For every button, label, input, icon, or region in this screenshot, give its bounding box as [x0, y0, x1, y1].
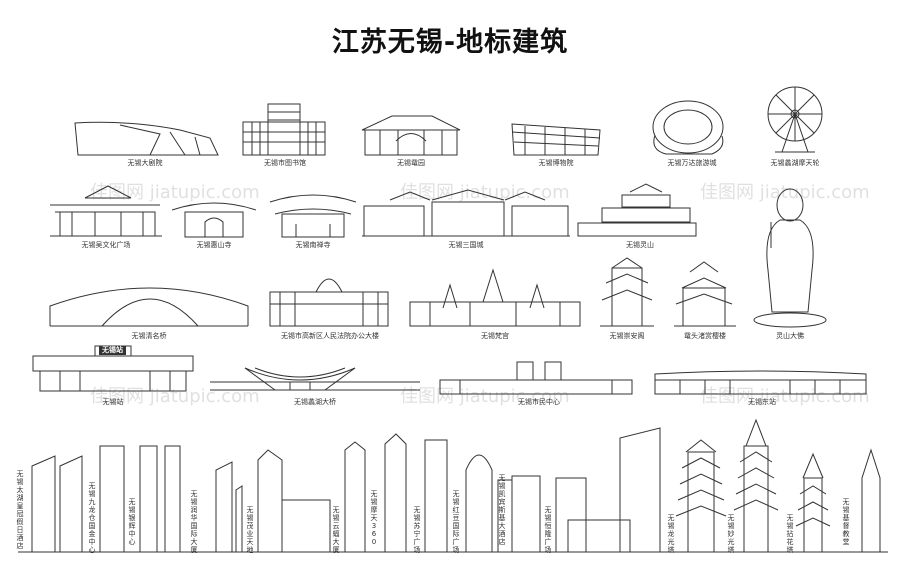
- label-wu-culture-square: 无锡吴文化广场: [81, 241, 131, 249]
- label-longguang-pagoda: 无锡龙光塔: [667, 514, 675, 554]
- label-lingshan: 无锡灵山: [626, 241, 654, 249]
- label-three-kingdoms-city: 无锡三国城: [448, 241, 484, 249]
- label-cherry-tower: 鼋头渚赏樱楼: [684, 332, 726, 340]
- label-runhua-tower: 无锡润华国际大厦: [190, 490, 198, 554]
- label-nanchan-temple: 无锡南禅寺: [295, 241, 331, 249]
- qingming-bridge-drawing: [50, 288, 248, 326]
- label-wanda-city: 无锡万达旅游城: [667, 159, 717, 167]
- lingshan-buddha-drawing: [754, 189, 826, 327]
- label-east-station: 无锡东站: [748, 398, 776, 406]
- label-kempinski: 无锡凯宾斯基大酒店: [498, 474, 506, 546]
- library-drawing: [243, 104, 325, 155]
- cherry-tower-drawing: [674, 262, 736, 326]
- page-title: 江苏无锡-地标建筑: [331, 27, 569, 58]
- label-wuxi-station: 无锡站: [102, 398, 124, 406]
- label-fangong: 无锡梵宫: [481, 332, 509, 340]
- label-miaoguang-pagoda: 无锡妙光塔: [727, 514, 735, 554]
- label-crowne-plaza: 无锡太湖皇冠假日酒店: [16, 470, 24, 550]
- label-maoye-plaza: 无锡茂业天地: [246, 506, 254, 554]
- chongan-pavilion-drawing: [600, 258, 654, 326]
- label-lingshan-buddha: 灵山大佛: [776, 332, 804, 340]
- huishan-temple-drawing: [172, 203, 256, 237]
- label-yinhui-center: 无锡银辉中心: [128, 498, 136, 546]
- label-huishan-temple: 无锡惠山寺: [196, 241, 232, 249]
- watermark: 佳图网 jiatupic.com: [700, 386, 870, 407]
- label-court-building: 无锡市高新区人民法院办公大楼: [281, 332, 379, 340]
- label-qingming-bridge: 无锡清名桥: [131, 332, 167, 340]
- station-sign: 无锡站: [99, 346, 126, 355]
- label-yunfu-tower: 无锡云蝠大厦: [332, 506, 340, 554]
- wanda-city-drawing: [653, 101, 723, 154]
- watermark: 佳图网 jiatupic.com: [90, 182, 260, 203]
- label-henglong-plaza: 无锡恒隆广场: [544, 506, 552, 554]
- lingshan-drawing: [578, 184, 696, 236]
- label-library: 无锡市图书馆: [264, 159, 306, 167]
- ferris-wheel-drawing: [768, 87, 822, 152]
- fangong-drawing: [410, 270, 580, 326]
- label-civic-center: 无锡市民中心: [518, 398, 560, 406]
- label-nianhua-pagoda: 无锡拈花塔: [786, 514, 794, 554]
- watermark: 佳图网 jiatupic.com: [700, 182, 870, 203]
- label-360-tower: 无锡摩天360: [370, 490, 378, 546]
- label-ferris-wheel: 无锡蠡湖摩天轮: [770, 159, 820, 167]
- garden-hall-drawing: [362, 116, 460, 155]
- wuxi-station-drawing: [33, 346, 193, 391]
- lihu-bridge-drawing: [210, 368, 420, 390]
- east-station-drawing: [655, 371, 866, 394]
- label-lihu-bridge: 无锡蠡湖大桥: [294, 398, 336, 406]
- civic-center-drawing: [440, 362, 632, 394]
- label-ifc: 无锡九龙仓国金中心: [88, 482, 96, 554]
- wu-culture-square-drawing: [50, 186, 162, 236]
- label-chongan-pavilion: 无锡崇安阁: [609, 332, 645, 340]
- label-hongdou-plaza: 无锡红豆国际广场: [452, 490, 460, 554]
- label-grand-theatre: 无锡大剧院: [127, 159, 163, 167]
- three-kingdoms-city-drawing: [362, 190, 570, 236]
- watermark: 佳图网 jiatupic.com: [400, 386, 570, 407]
- label-garden: 无锡鼋园: [397, 159, 425, 167]
- label-church: 无锡基督教堂: [842, 498, 850, 546]
- watermark: 佳图网 jiatupic.com: [400, 182, 570, 203]
- skyline-drawing: [18, 420, 888, 552]
- museum-drawing: [512, 124, 600, 155]
- grand-theatre-drawing: [75, 122, 218, 155]
- court-building-drawing: [270, 279, 388, 326]
- label-museum: 无锡博物院: [538, 159, 574, 167]
- label-suning-plaza: 无锡苏宁广场: [413, 506, 421, 554]
- nanchan-temple-drawing: [270, 195, 356, 237]
